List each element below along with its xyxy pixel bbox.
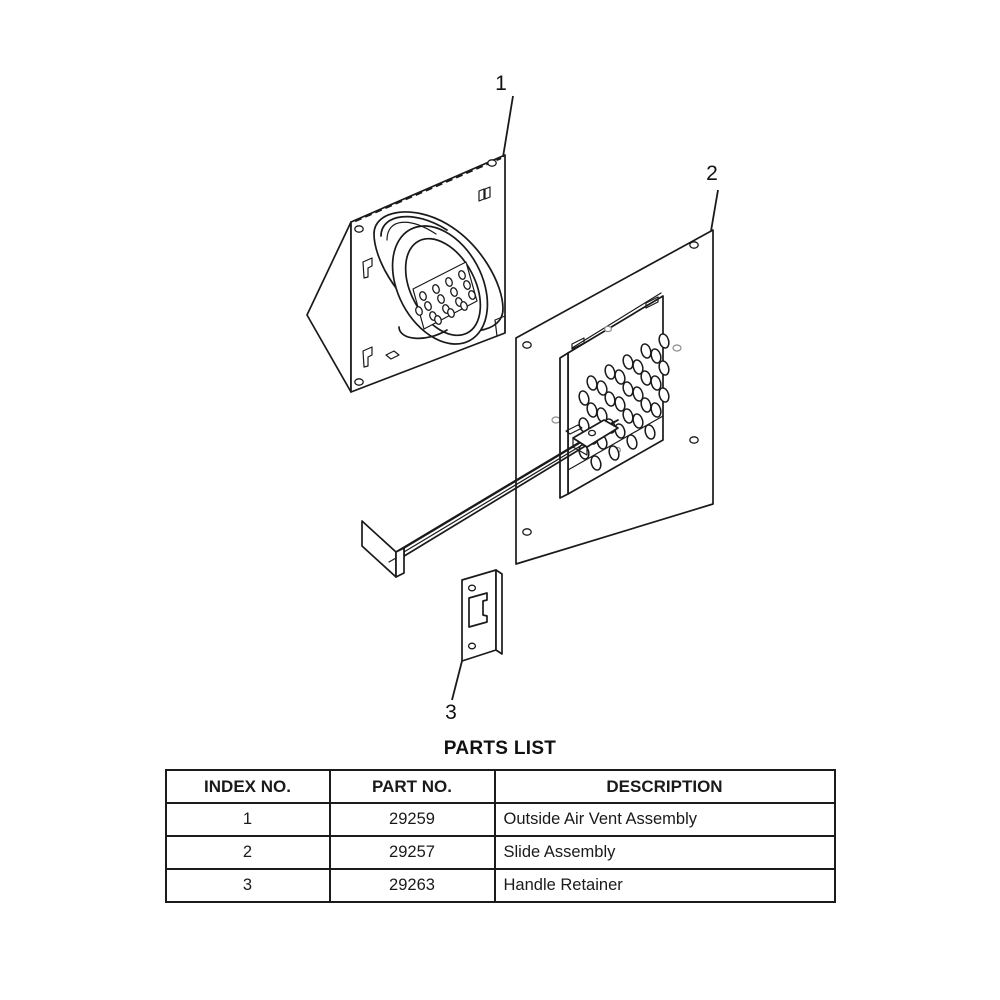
retainer-slot-cutout xyxy=(468,592,488,628)
slide-plate-hole-mid-right xyxy=(672,344,682,352)
duct-barrel-bottom-edge xyxy=(398,326,448,340)
cell-index-no: 3 xyxy=(164,868,331,903)
table-row: 3 29263 Handle Retainer xyxy=(164,868,836,903)
rod-bracket-clip xyxy=(565,424,583,435)
cell-index-no: 1 xyxy=(164,802,331,837)
vent-plate-hole-top-right xyxy=(487,159,497,167)
retainer-hole-top xyxy=(467,584,477,592)
slide-plate-hole-top-left xyxy=(522,341,532,349)
rod-bracket-edge xyxy=(572,437,588,456)
slide-panel-seam-upper xyxy=(571,292,662,349)
parts-list-title: PARTS LIST xyxy=(443,738,557,759)
cell-description: Outside Air Vent Assembly xyxy=(493,802,836,837)
slide-plate-hole-mid-left xyxy=(551,416,561,424)
callout-3-label: 3 xyxy=(445,701,457,724)
rod-handle-tab-face xyxy=(361,520,397,578)
cell-description: Slide Assembly xyxy=(493,835,836,870)
parts-list-table: INDEX NO. PART NO. DESCRIPTION 1 29259 O… xyxy=(164,769,836,903)
slide-panel-left-rail xyxy=(559,352,569,499)
slide-actuating-rod xyxy=(361,419,619,578)
rod-lower-edge xyxy=(395,430,611,562)
cell-part-no: 29259 xyxy=(328,802,496,837)
callout-2-label: 2 xyxy=(706,162,718,185)
callout-3-leader xyxy=(451,660,463,701)
table-row: 2 29257 Slide Assembly xyxy=(164,835,836,870)
slide-panel-hole-upper xyxy=(603,325,612,333)
part-3-handle-retainer: 3 xyxy=(445,569,503,724)
vent-plate-hole-top-left xyxy=(354,225,364,233)
part-2-slide-assembly: 2 xyxy=(361,162,719,578)
vent-screen-perforations xyxy=(415,270,476,325)
duct-rear-edge xyxy=(386,221,437,241)
column-header-description: DESCRIPTION xyxy=(493,769,836,804)
duct-barrel-top-edge xyxy=(380,215,448,237)
callout-1-label: 1 xyxy=(495,72,507,95)
rod-handle-tab-fold xyxy=(388,557,397,563)
vent-plate-square-hole-upper-right-2 xyxy=(478,188,485,202)
cell-part-no: 29263 xyxy=(328,868,496,903)
rod-bracket-pivot-hole xyxy=(587,429,597,437)
parts-list-section: PARTS LIST INDEX NO. PART NO. DESCRIPTIO… xyxy=(0,738,1000,903)
cell-description: Handle Retainer xyxy=(493,868,836,903)
slide-plate-hole-bottom-right xyxy=(689,436,699,444)
callout-1-leader xyxy=(502,95,514,158)
table-row: 1 29259 Outside Air Vent Assembly xyxy=(164,802,836,837)
cell-part-no: 29257 xyxy=(328,835,496,870)
vent-plate-square-hole-lower xyxy=(385,350,400,360)
slide-plate-hole-bottom-left xyxy=(522,528,532,536)
retainer-hole-bottom xyxy=(467,642,477,650)
vent-plate-clip-lower xyxy=(362,346,373,368)
vent-inner-screen xyxy=(412,261,478,330)
slide-plate-hole-top-right xyxy=(689,241,699,249)
exploded-assembly-drawing: .ln { stroke:#1a1a1a; stroke-width:1.7; … xyxy=(306,72,719,724)
vent-plate-top-seam xyxy=(354,156,502,223)
vent-flange-side-wing xyxy=(306,221,352,393)
slide-panel-tab-upper-right xyxy=(645,296,659,309)
vent-plate-clip-upper xyxy=(362,257,373,279)
slide-panel-tab-upper-left xyxy=(571,337,585,350)
part-1-outside-air-vent-assembly: 1 xyxy=(306,72,514,393)
vent-plate-square-hole-upper-right xyxy=(484,186,491,200)
column-header-part-no: PART NO. xyxy=(328,769,496,804)
retainer-plate-edge xyxy=(495,569,503,655)
column-header-index-no: INDEX NO. xyxy=(164,769,331,804)
cell-index-no: 2 xyxy=(164,835,331,870)
table-header-row: INDEX NO. PART NO. DESCRIPTION xyxy=(164,769,836,804)
rod-handle-tab-side xyxy=(395,547,405,578)
vent-plate-hole-bottom-left xyxy=(354,378,364,386)
callout-2-leader xyxy=(710,189,719,232)
duct-plate-joint-tab xyxy=(494,315,506,337)
